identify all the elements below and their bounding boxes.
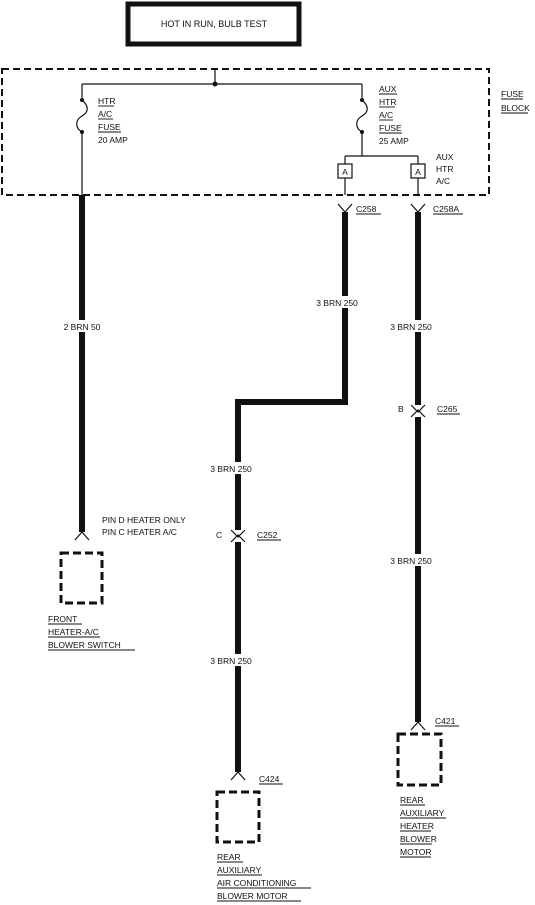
connector-c265-bottom: [410, 409, 426, 418]
fuse-left-line-3: FUSE: [98, 122, 121, 132]
wire-mid-bottom-label: 3 BRN 250: [210, 656, 252, 666]
wire-mid-lower-label: 3 BRN 250: [210, 464, 252, 474]
rear-heater-motor-line-5: MOTOR: [400, 847, 431, 857]
wire-left-label: 2 BRN 50: [64, 322, 101, 332]
aux-label-3: A/C: [436, 176, 450, 186]
aux-label-1: AUX: [436, 152, 454, 162]
fuse-symbol-right: [356, 99, 368, 133]
front-switch-line-2: HEATER-A/C: [48, 627, 99, 637]
fuse-block-label-1: FUSE: [501, 89, 524, 99]
connector-c252-bottom: [230, 534, 246, 543]
terminal-left-label: A: [342, 167, 348, 177]
rear-ac-blower-motor-box: [215, 790, 261, 844]
fuse-right-line-3: A/C: [379, 110, 393, 120]
title-text: HOT IN RUN, BULB TEST: [161, 19, 268, 29]
connector-c258a: [410, 203, 426, 213]
aux-label-2: HTR: [436, 164, 453, 174]
terminal-right-label: A: [415, 167, 421, 177]
front-blower-switch-box: [59, 551, 104, 605]
wire-mid-top-label: 3 BRN 250: [316, 298, 358, 308]
rear-heater-blower-motor-box: [396, 732, 443, 787]
connector-c424-label: C424: [259, 774, 280, 784]
front-switch-line-1: FRONT: [48, 614, 77, 624]
connector-c258-label: C258: [356, 204, 377, 214]
connector-c252-label: C252: [257, 530, 278, 540]
fuse-left-line-4: 20 AMP: [98, 135, 128, 145]
connector-c258: [337, 203, 353, 213]
fuse-block-outline: [1, 68, 490, 196]
fuse-symbol-left: [76, 99, 88, 133]
rear-heater-motor-line-2: AUXILIARY: [400, 808, 445, 818]
connector-c252-top: [230, 529, 246, 538]
rear-ac-motor-line-4: BLOWER MOTOR: [217, 891, 288, 901]
fuse-left-line-1: HTR: [98, 96, 115, 106]
connector-c265-label: C265: [437, 404, 458, 414]
wire-right-top-label: 3 BRN 250: [390, 322, 432, 332]
connector-c424: [230, 771, 246, 781]
fuse-right-line-4: FUSE: [379, 123, 402, 133]
pin-note-1: PIN D HEATER ONLY: [102, 515, 186, 525]
connector-front-switch: [74, 531, 90, 541]
connector-c421-label: C421: [435, 716, 456, 726]
rear-ac-motor-line-3: AIR CONDITIONING: [217, 878, 296, 888]
connector-c265-top: [410, 404, 426, 413]
rear-ac-motor-line-2: AUXILIARY: [217, 865, 262, 875]
wire-right-bottom-label: 3 BRN 250: [390, 556, 432, 566]
connector-c258a-label: C258A: [433, 204, 459, 214]
rear-heater-motor-line-4: BLOWER: [400, 834, 437, 844]
rear-heater-motor-line-1: REAR: [400, 795, 424, 805]
pin-note-2: PIN C HEATER A/C: [102, 527, 177, 537]
connector-c265-pin: B: [398, 404, 404, 414]
rear-ac-motor-line-1: REAR: [217, 852, 241, 862]
wire-mid: [235, 212, 348, 530]
fuse-left-line-2: A/C: [98, 109, 112, 119]
fuse-block-label-2: BLOCK: [501, 103, 530, 113]
fuse-right-line-2: HTR: [379, 97, 396, 107]
connector-c252-pin: C: [216, 530, 222, 540]
rear-heater-motor-line-3: HEATER: [400, 821, 434, 831]
title-box: [125, 1, 302, 47]
front-switch-line-3: BLOWER SWITCH: [48, 640, 121, 650]
fuse-right-line-1: AUX: [379, 84, 397, 94]
connector-c421: [410, 721, 426, 731]
fuse-right-line-5: 25 AMP: [379, 136, 409, 146]
